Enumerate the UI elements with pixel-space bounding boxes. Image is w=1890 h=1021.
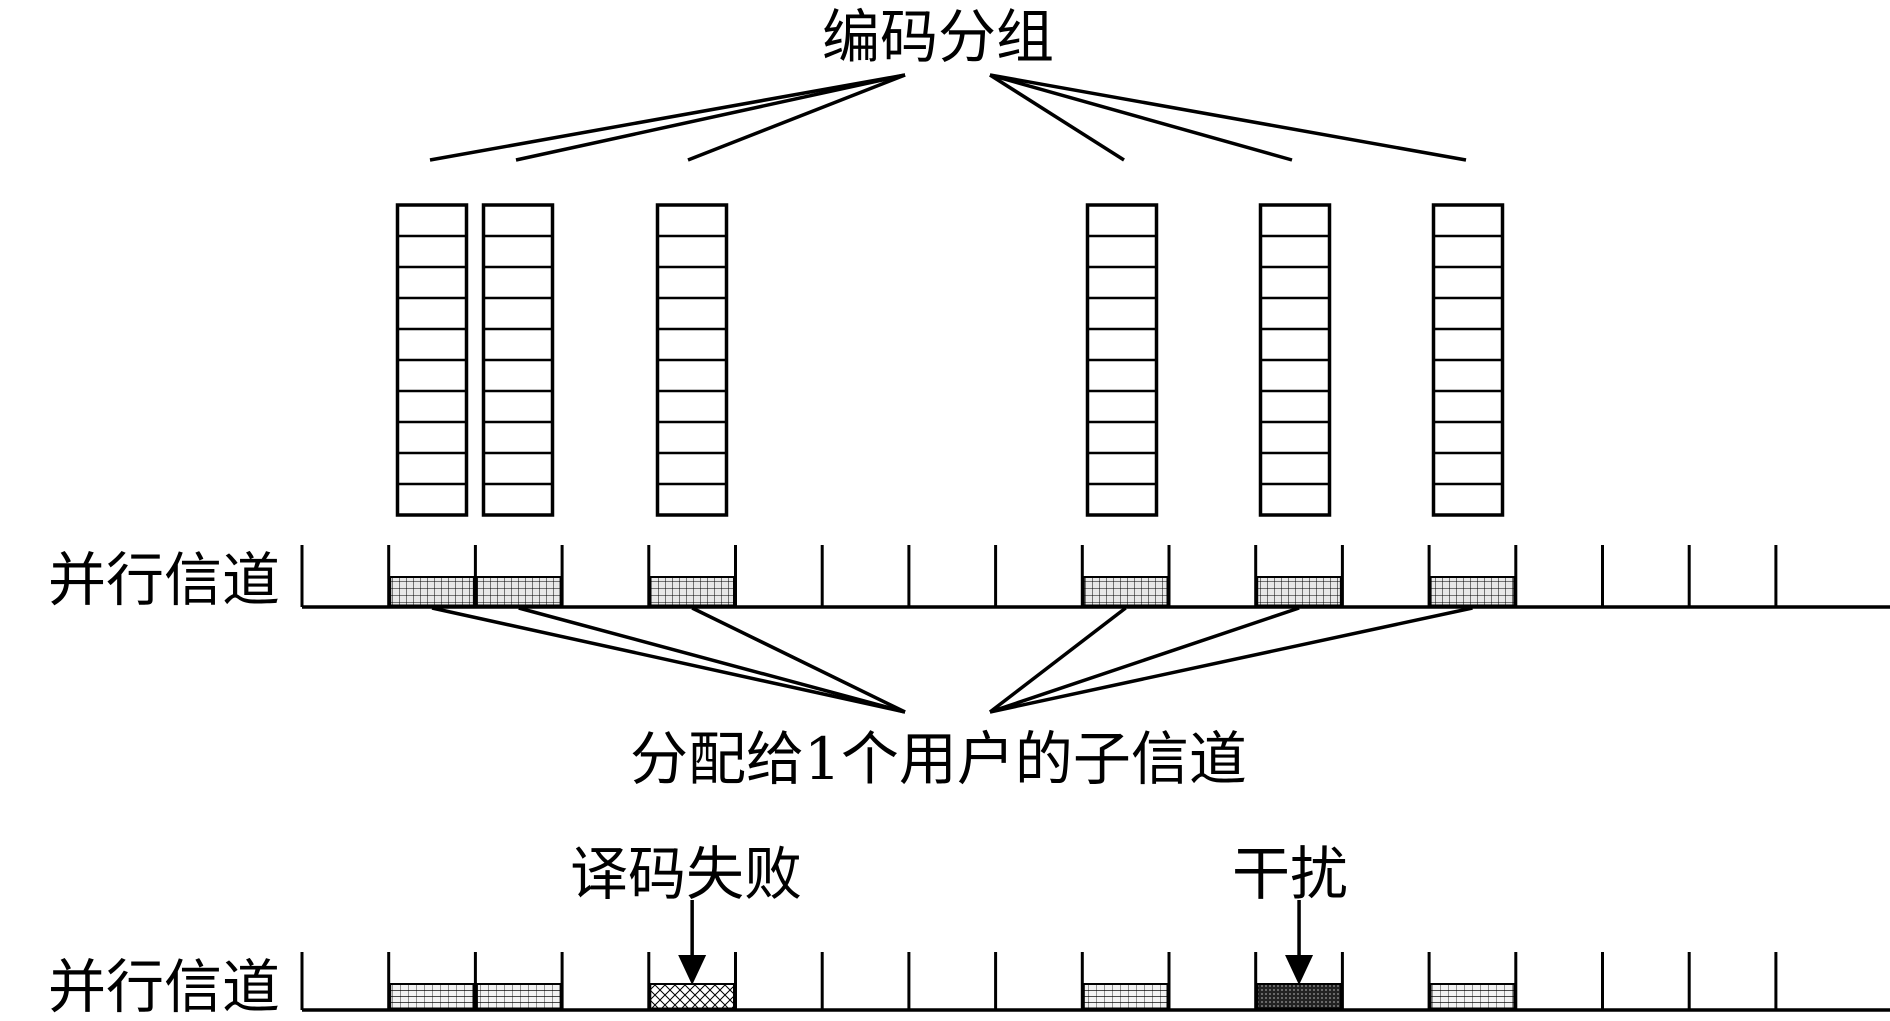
coded-packet-columns [395, 203, 1505, 517]
subchannel-user [389, 576, 475, 607]
fan-line-top [429, 73, 906, 162]
coded-groups-label: 编码分组 [822, 3, 1055, 71]
fan-line-bottom [989, 606, 1473, 714]
coded-packet [1085, 203, 1159, 517]
coded-packet [481, 203, 555, 517]
subchannel-caption: 分配给1个用户的子信道 [630, 725, 1247, 793]
fan-line-bottom [431, 606, 906, 714]
fan-line-top [687, 73, 906, 162]
interference-arrow [1285, 900, 1314, 985]
fan-line-bottom [989, 606, 1300, 714]
subchannel-user [475, 983, 562, 1010]
coded-packet [1258, 203, 1332, 517]
subchannel-user [1082, 983, 1169, 1010]
fan-line-top [515, 73, 906, 162]
decode-failure-arrow [678, 900, 707, 985]
subchannel-user [1082, 576, 1169, 607]
fan-line-top [989, 73, 1467, 162]
subchannel-user [389, 983, 475, 1010]
subchannel-interference [1256, 983, 1342, 1010]
subchannel-user [649, 576, 735, 607]
status-arrows [678, 900, 1314, 985]
coded-packet [1431, 203, 1505, 517]
channel-bottom-label: 并行信道 [48, 953, 281, 1021]
fan-line-bottom [691, 606, 906, 714]
arrow-head [678, 955, 707, 985]
fan-line-bottom [988, 606, 1127, 714]
parallel-channel-bottom [300, 952, 1890, 1012]
channel-top-label: 并行信道 [48, 546, 281, 614]
coded-packet [655, 203, 729, 517]
interference-label: 干扰 [1232, 840, 1349, 908]
fan-line-top [989, 73, 1125, 162]
subchannel-user [1429, 576, 1516, 607]
subchannel-fan-lines [431, 606, 1473, 714]
coded-groups-fan-lines [429, 73, 1467, 162]
subchannel-user [1429, 983, 1516, 1010]
parallel-channel-top [300, 545, 1890, 609]
subchannel-decode-failure [649, 983, 735, 1010]
subchannel-user [475, 576, 562, 607]
fan-line-top [989, 73, 1293, 162]
arrow-head [1285, 955, 1314, 985]
subchannel-user [1256, 576, 1342, 607]
coded-packet [395, 203, 469, 517]
decode-failure-label: 译码失败 [570, 840, 803, 908]
fan-line-bottom [518, 606, 906, 714]
